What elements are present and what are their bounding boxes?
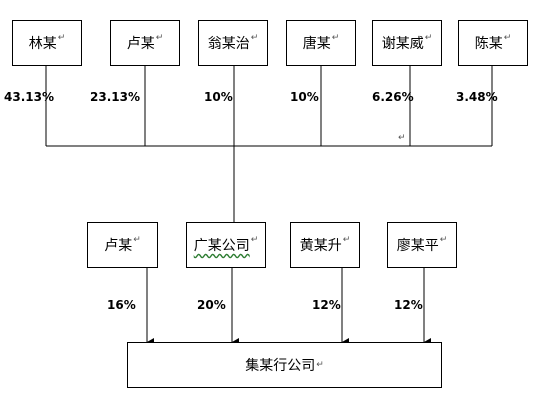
share-label: 12% <box>394 298 423 312</box>
target-company-name: 集某行公司 <box>245 358 316 374</box>
paragraph-mark: ↵ <box>250 235 259 245</box>
shareholder-name: 卢某 <box>126 36 155 52</box>
share-label: 43.13% <box>4 90 54 104</box>
entity-box-4: 廖某平↵ <box>387 222 457 268</box>
entity-box-1: 卢某↵ <box>87 222 158 268</box>
share-label: 10% <box>204 90 233 104</box>
entity-name: 廖某平 <box>396 238 439 254</box>
paragraph-mark: ↵ <box>503 33 512 43</box>
share-label: 10% <box>290 90 319 104</box>
share-label: 23.13% <box>90 90 140 104</box>
shareholder-name: 唐某 <box>302 36 331 52</box>
paragraph-mark: ↵ <box>342 235 351 245</box>
paragraph-mark: ↵ <box>250 33 259 43</box>
paragraph-mark: ↵ <box>424 33 433 43</box>
shareholder-box-2: 卢某↵ <box>110 20 180 66</box>
shareholder-name: 谢某威 <box>381 36 424 52</box>
paragraph-mark: ↵ <box>155 33 164 43</box>
paragraph-mark: ↵ <box>439 235 448 245</box>
share-label: 6.26% <box>372 90 414 104</box>
entity-box-3: 黄某升↵ <box>290 222 360 268</box>
shareholder-box-1: 林某↵ <box>12 20 82 66</box>
shareholder-name: 翁某治 <box>207 36 250 52</box>
share-label: 20% <box>197 298 226 312</box>
target-company-box: 集某行公司↵ <box>127 342 442 388</box>
shareholder-name: 陈某 <box>474 36 503 52</box>
shareholder-name: 林某 <box>28 36 57 52</box>
paragraph-mark: ↵ <box>398 133 406 143</box>
shareholder-box-6: 陈某↵ <box>458 20 528 66</box>
paragraph-mark: ↵ <box>331 33 340 43</box>
share-label: 16% <box>107 298 136 312</box>
shareholder-box-5: 谢某威↵ <box>372 20 442 66</box>
shareholder-box-3: 翁某治↵ <box>198 20 268 66</box>
shareholder-box-4: 唐某↵ <box>286 20 356 66</box>
entity-name: 黄某升 <box>299 238 342 254</box>
entity-name: 卢某 <box>104 238 133 254</box>
entity-name: 广某公司 <box>193 238 250 254</box>
share-label: 3.48% <box>456 90 498 104</box>
paragraph-mark: ↵ <box>133 235 141 245</box>
paragraph-mark: ↵ <box>57 33 66 43</box>
share-label: 12% <box>312 298 341 312</box>
entity-box-2: 广某公司↵ <box>186 222 266 268</box>
paragraph-mark: ↵ <box>316 360 324 370</box>
